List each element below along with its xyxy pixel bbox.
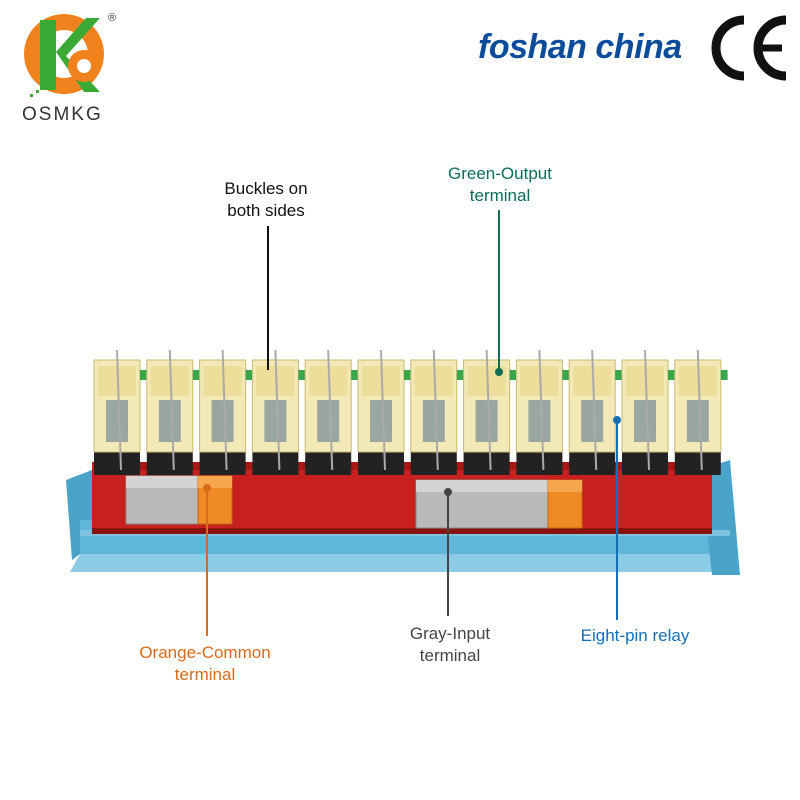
callout-gray-input: Gray-Input terminal	[409, 624, 491, 665]
relay	[463, 349, 517, 475]
location-headline: foshan china	[478, 28, 682, 66]
relay-array	[93, 349, 728, 475]
callout-orange-common: Orange-Common terminal	[139, 643, 271, 684]
relay	[515, 349, 570, 475]
orange-common-marker	[203, 484, 211, 492]
gray-input-marker	[444, 488, 452, 496]
gray-input-terminal-left	[125, 475, 199, 525]
orange-common-terminal-left	[197, 475, 233, 525]
green-output-marker	[495, 368, 503, 376]
relay	[621, 349, 675, 475]
ce-mark-icon	[711, 15, 787, 81]
callout-eight-pin-relay: Eight-pin relay	[580, 626, 690, 645]
registered-mark: ®	[108, 12, 117, 24]
eight-pin-relay-marker	[613, 416, 621, 424]
brand-name: OSMKG	[22, 104, 103, 125]
callout-buckles: Buckles on both sides	[224, 179, 308, 220]
relay	[357, 349, 411, 475]
relay	[146, 349, 200, 475]
relay	[304, 349, 358, 475]
relay	[251, 349, 306, 475]
brand-logo-icon	[24, 14, 104, 97]
relay	[199, 349, 253, 475]
relay	[410, 349, 464, 475]
relay	[674, 349, 728, 475]
relay	[93, 349, 147, 475]
callout-green-output: Green-Output terminal	[448, 164, 552, 205]
orange-common-terminal-right	[547, 479, 583, 529]
relay	[568, 349, 622, 475]
gray-input-terminal-right	[415, 479, 549, 529]
